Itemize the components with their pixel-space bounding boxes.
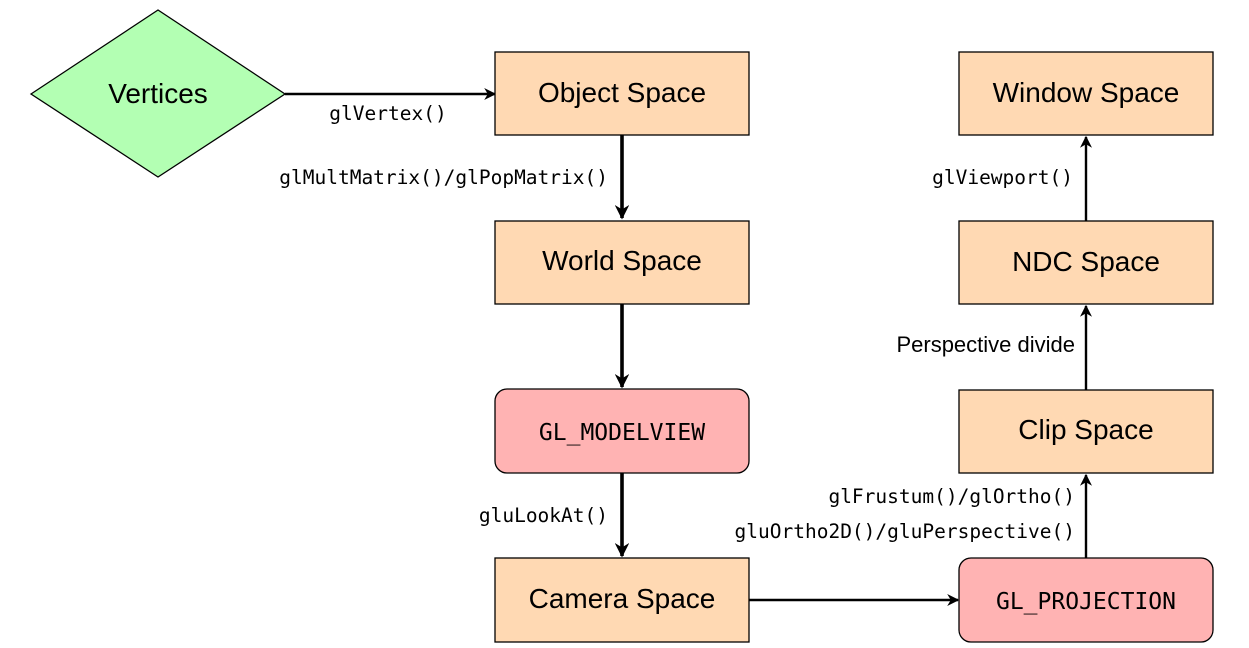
- gl-modelview-label: GL_MODELVIEW: [539, 420, 705, 446]
- label-gl-viewport: glViewport(): [932, 166, 1073, 189]
- label-glu-look-at: gluLookAt(): [479, 504, 608, 527]
- node-ndc-space: NDC Space: [958, 220, 1214, 305]
- node-vertices: Vertices: [29, 9, 287, 178]
- clip-space-label: Clip Space: [1018, 414, 1153, 445]
- label-glu-ortho2d: gluOrtho2D()/gluPerspective(): [735, 520, 1075, 543]
- node-camera-space: Camera Space: [494, 557, 750, 643]
- camera-space-box: [494, 557, 750, 643]
- window-space-box: [958, 51, 1214, 136]
- label-gl-frustum: glFrustum()/glOrtho(): [828, 485, 1075, 508]
- gl-modelview-box: [494, 388, 750, 474]
- ndc-space-box: [958, 220, 1214, 305]
- gl-projection-label: GL_PROJECTION: [996, 589, 1176, 615]
- node-object-space: Object Space: [494, 51, 750, 136]
- node-gl-modelview: GL_MODELVIEW: [494, 388, 750, 474]
- object-space-box: [494, 51, 750, 136]
- node-gl-projection: GL_PROJECTION: [958, 557, 1214, 643]
- object-space-label: Object Space: [538, 77, 706, 108]
- vertices-label: Vertices: [108, 78, 208, 109]
- vertices-diamond: [29, 9, 287, 178]
- gl-projection-box: [958, 557, 1214, 643]
- label-gl-mult-matrix: glMultMatrix()/glPopMatrix(): [279, 166, 608, 189]
- clip-space-box: [958, 389, 1214, 474]
- label-gl-vertex: glVertex(): [329, 102, 446, 125]
- world-space-box: [494, 220, 750, 305]
- window-space-label: Window Space: [993, 77, 1180, 108]
- world-space-label: World Space: [542, 245, 702, 276]
- ndc-space-label: NDC Space: [1012, 246, 1160, 277]
- camera-space-label: Camera Space: [529, 583, 716, 614]
- node-window-space: Window Space: [958, 51, 1214, 136]
- node-world-space: World Space: [494, 220, 750, 305]
- node-clip-space: Clip Space: [958, 389, 1214, 474]
- label-perspective-divide: Perspective divide: [896, 332, 1075, 357]
